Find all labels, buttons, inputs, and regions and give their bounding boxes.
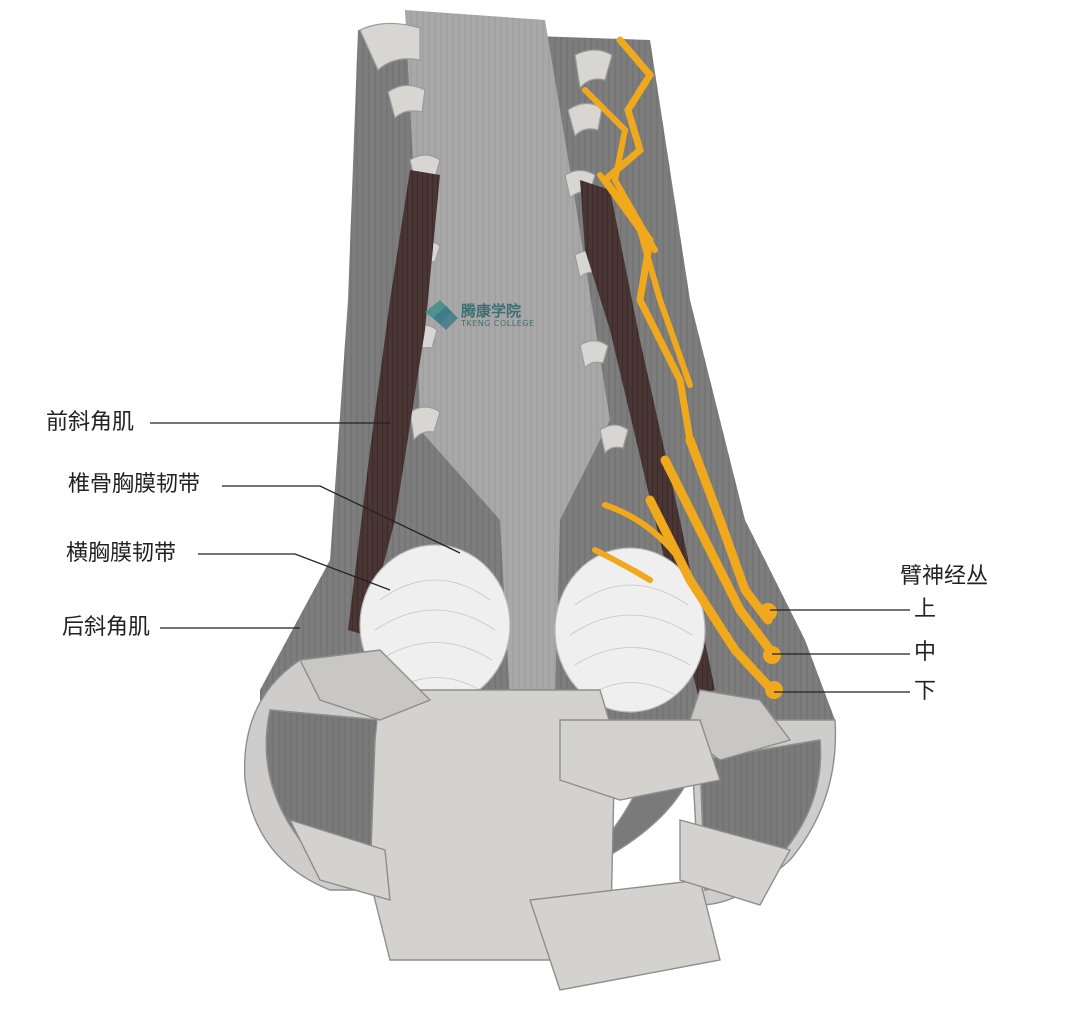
leader-transverse-pleural-ligament xyxy=(198,553,391,591)
pleural-domes xyxy=(359,544,706,713)
label-anterior-scalene: 前斜角肌 xyxy=(46,410,135,435)
watermark-name: 腾康学院 xyxy=(461,302,522,320)
watermark-subtitle: TKENG COLLEGE xyxy=(461,319,535,328)
label-brachial-plexus: 臂神经丛 xyxy=(900,564,989,589)
central-fascia-band xyxy=(405,10,610,700)
label-upper-trunk: 上 xyxy=(914,597,937,622)
brachial-plexus-nerves xyxy=(582,36,783,699)
label-transverse-pleural-ligament: 横胸膜韧带 xyxy=(66,541,177,566)
watermark-logo-icon xyxy=(425,300,458,330)
label-middle-trunk: 中 xyxy=(914,640,937,665)
leader-lines xyxy=(150,422,910,693)
label-lower-trunk: 下 xyxy=(914,679,937,704)
rib-cage-bones xyxy=(243,649,837,991)
leader-vertebropleural-ligament xyxy=(222,485,461,554)
label-vertebropleural-ligament: 椎骨胸膜韧带 xyxy=(68,472,201,497)
label-posterior-scalene: 后斜角肌 xyxy=(62,615,151,640)
